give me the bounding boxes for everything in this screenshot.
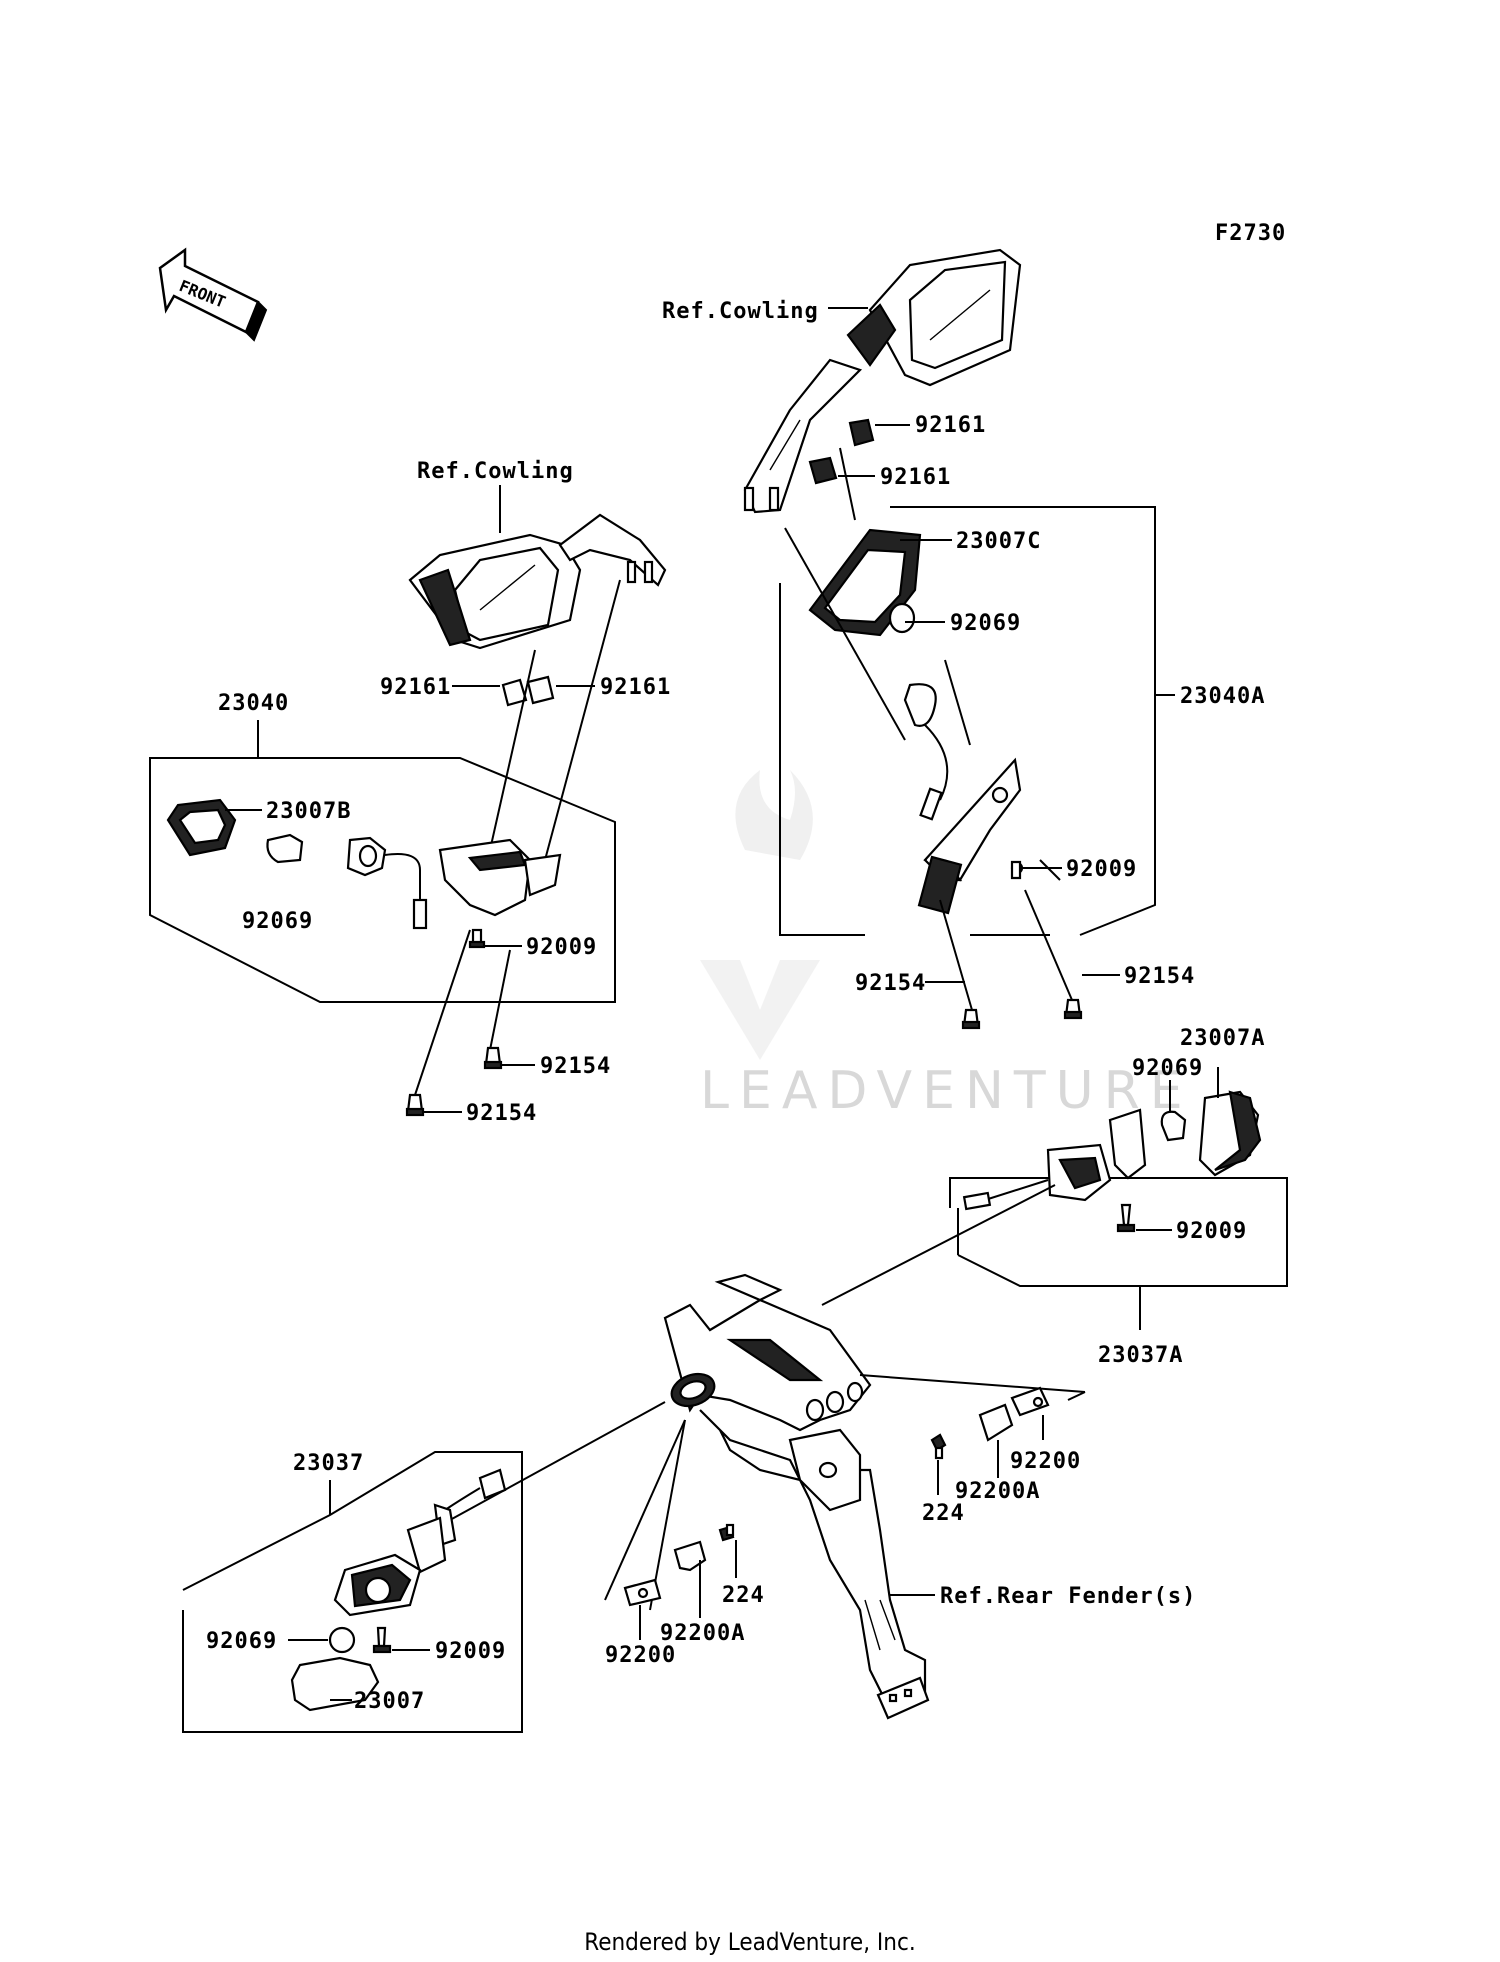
- part-92161-upper-right: [808, 418, 875, 485]
- bracket-23040A: [890, 506, 1156, 936]
- label-92009-left: 92009: [435, 1639, 506, 1664]
- left-mirror-assembly: [408, 513, 667, 650]
- left-mirror-signal: [166, 798, 562, 949]
- label-23037A: 23037A: [1098, 1343, 1183, 1368]
- label-224-left: 224: [722, 1583, 765, 1608]
- label-23040A: 23040A: [1180, 684, 1265, 709]
- right-mirror-signal: [808, 528, 1024, 915]
- right-mirror-assembly: [743, 248, 1022, 514]
- part-92154-screws-upper-right: [961, 860, 1083, 1030]
- label-92154-upper-right-a: 92154: [855, 971, 926, 996]
- label-92154-upper-left-b: 92154: [466, 1101, 537, 1126]
- label-92069-upper-left: 92069: [242, 909, 313, 934]
- label-92161-b: 92161: [880, 465, 951, 490]
- label-23007B: 23007B: [266, 799, 351, 824]
- reflector-bracket-right: [930, 1386, 1050, 1460]
- ref-rear-fender: Ref.Rear Fender(s): [940, 1584, 1196, 1609]
- ref-cowling-right: Ref.Cowling: [662, 299, 819, 324]
- right-rear-signal: [962, 1090, 1262, 1233]
- label-92154-upper-left-a: 92154: [540, 1054, 611, 1079]
- part-92154-screws-upper-left: [405, 1046, 503, 1117]
- label-92069-right: 92069: [1132, 1056, 1203, 1081]
- label-92200A-right: 92200A: [955, 1479, 1040, 1504]
- label-23007: 23007: [354, 1689, 425, 1714]
- label-23007A: 23007A: [1180, 1026, 1265, 1051]
- label-92009-right: 92009: [1176, 1219, 1247, 1244]
- footer-credit: Rendered by LeadVenture, Inc.: [584, 1928, 915, 1956]
- label-92161-left-b: 92161: [600, 675, 671, 700]
- label-92161-left-a: 92161: [380, 675, 451, 700]
- figure-code: F2730: [1215, 221, 1286, 246]
- label-92200-right: 92200: [1010, 1449, 1081, 1474]
- reflector-bracket-left: [623, 1523, 735, 1607]
- part-92161-upper-left: [501, 675, 555, 707]
- label-92200A-left: 92200A: [660, 1621, 745, 1646]
- label-224-right: 224: [922, 1501, 965, 1526]
- label-92069-left: 92069: [206, 1629, 277, 1654]
- label-23007C: 23007C: [956, 529, 1041, 554]
- watermark-logo: [700, 770, 820, 1060]
- bracket-23037A: [949, 1177, 1288, 1287]
- label-92154-upper-right-b: 92154: [1124, 964, 1195, 989]
- front-arrow-icon: FRONT: [158, 247, 268, 342]
- bracket-23040: [149, 757, 616, 1003]
- label-92009-upper-left: 92009: [526, 935, 597, 960]
- label-23040: 23040: [218, 691, 289, 716]
- left-rear-signal: [290, 1468, 507, 1712]
- label-92009-upper-right: 92009: [1066, 857, 1137, 882]
- rear-fender: [663, 1273, 930, 1720]
- ref-cowling-left: Ref.Cowling: [417, 459, 574, 484]
- watermark-text: LEADVENTURE: [700, 1061, 1193, 1121]
- label-92161-a: 92161: [915, 413, 986, 438]
- label-92200-left: 92200: [605, 1643, 676, 1668]
- label-23037: 23037: [293, 1451, 364, 1476]
- label-92069-upper-right: 92069: [950, 611, 1021, 636]
